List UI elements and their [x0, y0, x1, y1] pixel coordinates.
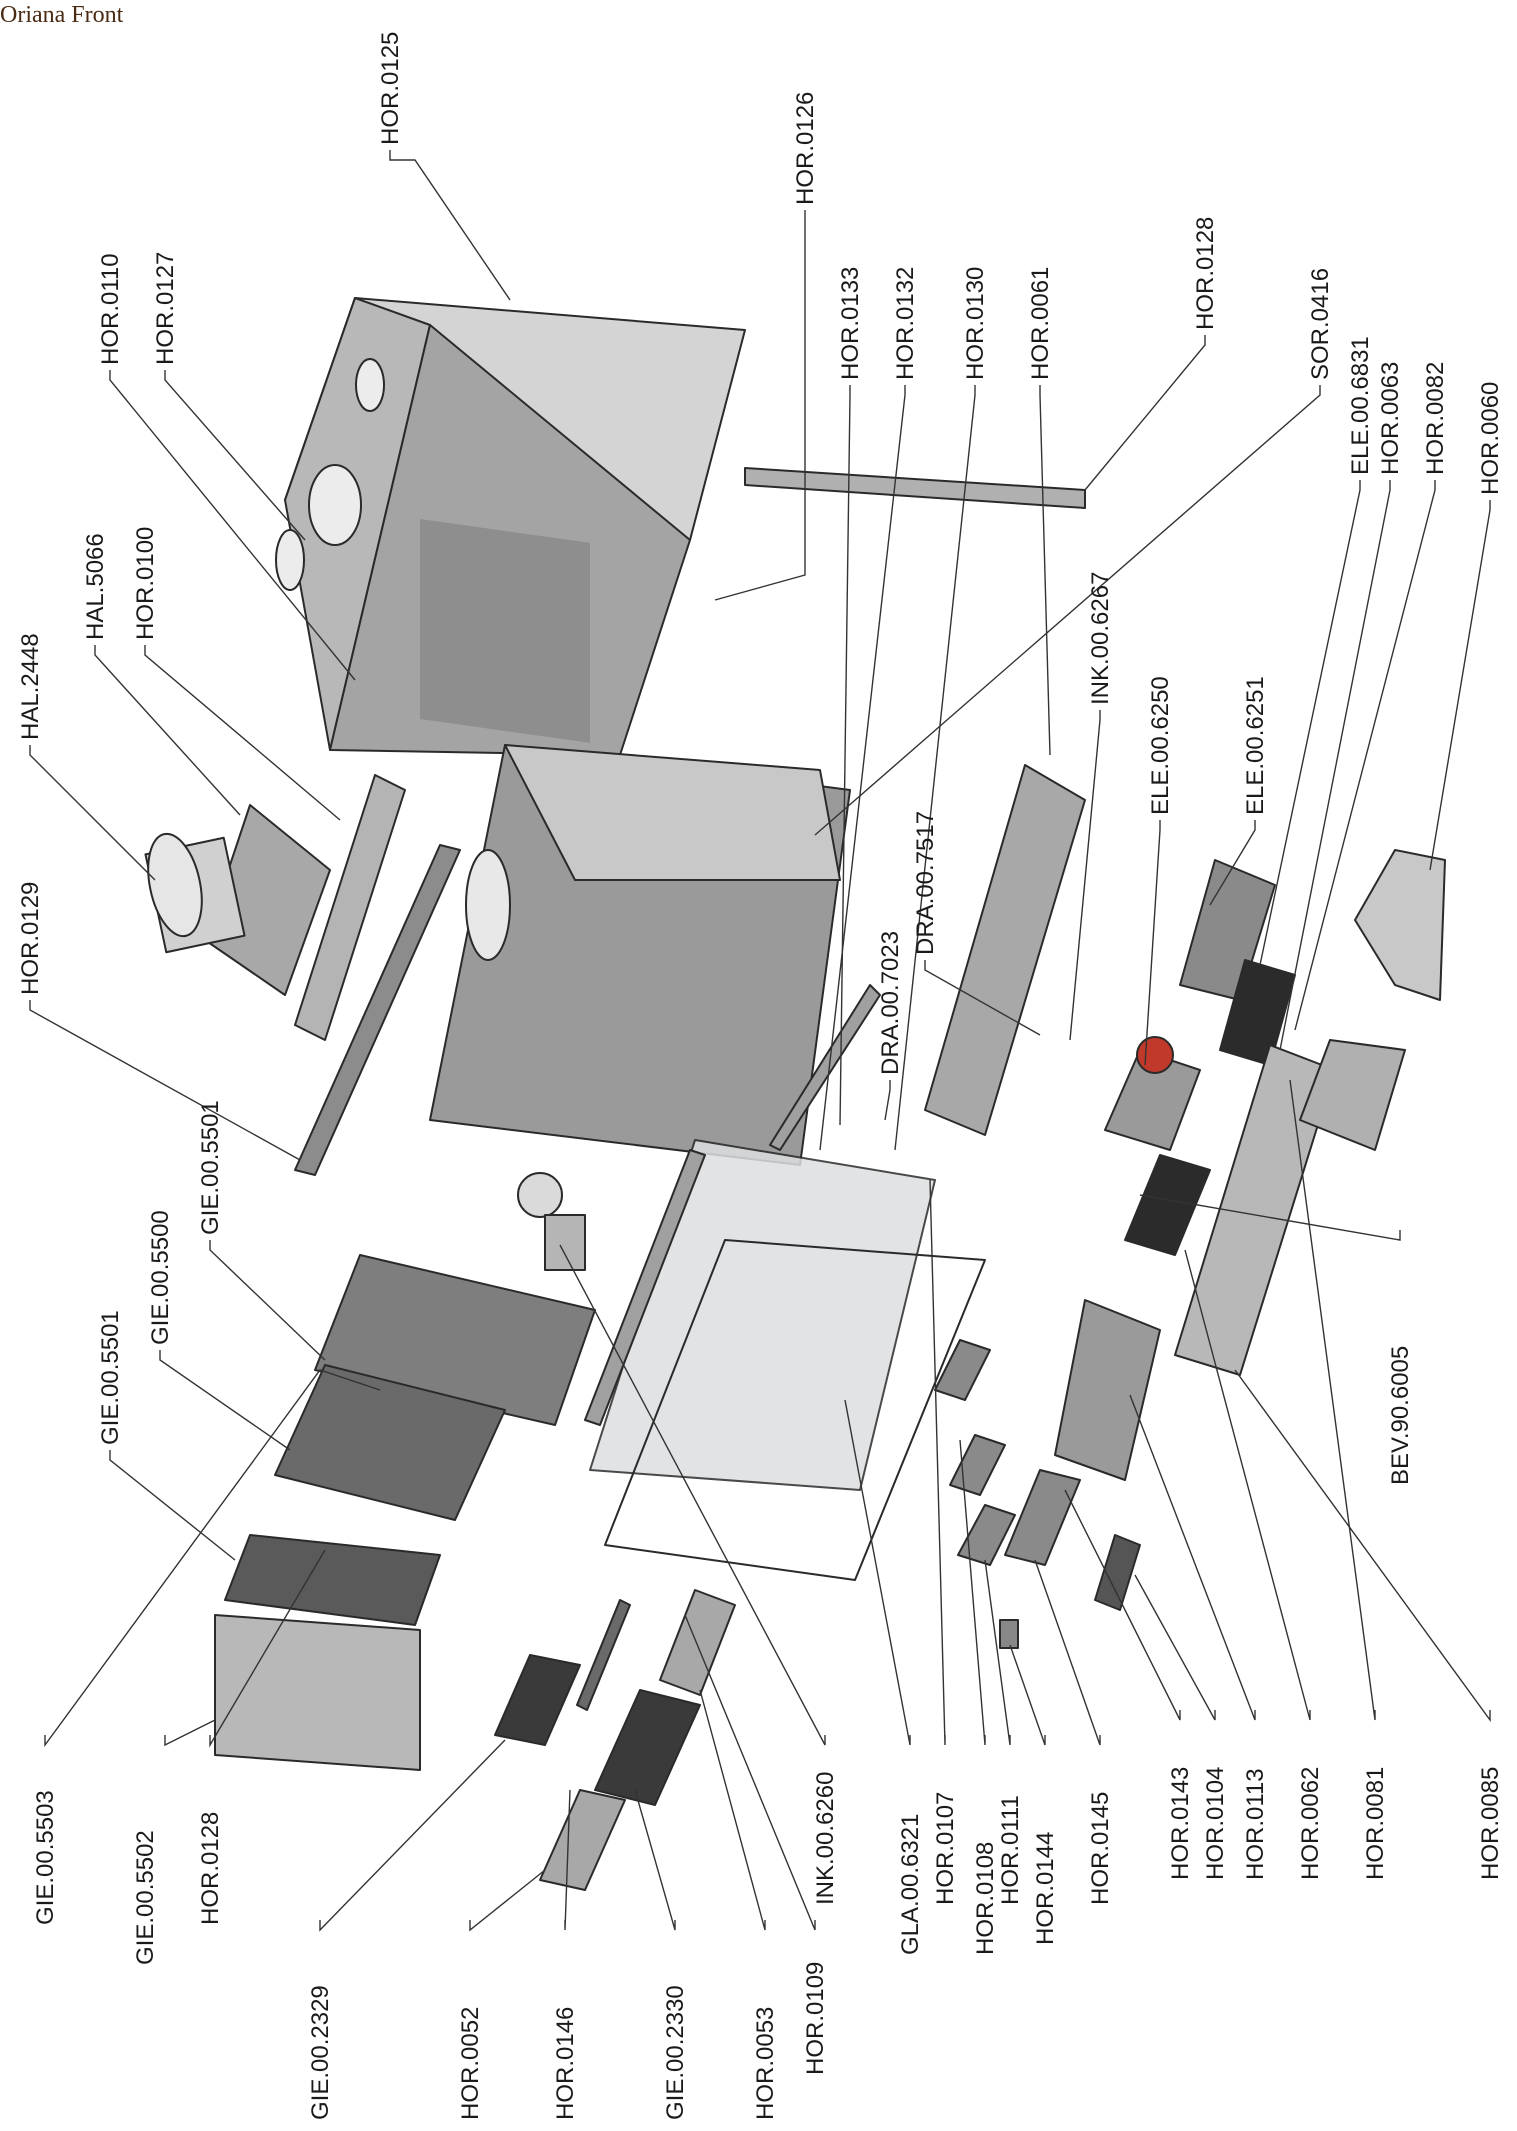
- part-side-rail: [744, 467, 1086, 509]
- part-plate-hal5066: [204, 804, 331, 996]
- label-hor0085: HOR.0085: [1477, 1767, 1504, 1880]
- label-hor0133: HOR.0133: [837, 267, 864, 380]
- upper-body-port: [308, 464, 362, 546]
- part-plate-hor0145: [934, 1339, 991, 1401]
- part-plate-hor0146: [539, 1789, 626, 1891]
- label-hor0063: HOR.0063: [1377, 362, 1404, 475]
- label-gie5500: GIE.00.5500: [147, 1210, 174, 1345]
- part-block-hor0144: [999, 1619, 1019, 1649]
- part-bracket-hor0062: [1124, 1154, 1211, 1256]
- label-hor0143: HOR.0143: [1167, 1767, 1194, 1880]
- part-ash-pan: [1054, 1299, 1161, 1481]
- part-plate-hor0113: [1094, 1534, 1141, 1611]
- label-hor0144: HOR.0144: [1032, 1832, 1059, 1945]
- label-ele6831: ELE.00.6831: [1347, 336, 1374, 475]
- label-ele6251: ELE.00.6251: [1242, 676, 1269, 815]
- label-hor0145: HOR.0145: [1087, 1792, 1114, 1905]
- part-labels: HOR.0125 HOR.0126 HOR.0110 HOR.0127 HOR.…: [17, 32, 1504, 2120]
- part-fan-ele6251: [1179, 859, 1276, 1001]
- part-lower-body: [429, 744, 851, 1166]
- label-hor0146: HOR.0146: [552, 2007, 579, 2120]
- label-gie5501-a: GIE.00.5501: [197, 1100, 224, 1235]
- part-plate-hor0143: [1004, 1469, 1081, 1566]
- part-plate-hor0100: [294, 774, 406, 1041]
- part-upper-body: [275, 297, 746, 756]
- part-bracket-ink6260: [544, 1214, 586, 1271]
- part-back-plate-hor0061: [924, 764, 1086, 1136]
- label-ink6267: INK.00.6267: [1087, 572, 1114, 705]
- part-side-bar-1: [584, 1149, 706, 1426]
- label-hor0128-top: HOR.0128: [1192, 217, 1219, 330]
- label-hor0125: HOR.0125: [377, 32, 404, 145]
- label-gie2329: GIE.00.2329: [307, 1985, 334, 2120]
- label-hor0104: HOR.0104: [1202, 1767, 1229, 1880]
- part-liner-gie5502: [214, 1614, 421, 1771]
- label-hor0061: HOR.0061: [1027, 267, 1054, 380]
- upper-body-hole-2: [355, 358, 385, 412]
- label-gie5502: GIE.00.5502: [132, 1830, 159, 1965]
- label-hor0132: HOR.0132: [892, 267, 919, 380]
- label-hor0111: HOR.0111: [997, 1795, 1024, 1905]
- part-disc-ink6260: [517, 1172, 563, 1218]
- lower-body-side: [504, 744, 841, 881]
- label-hal5066: HAL.5066: [82, 533, 109, 640]
- label-hor0062: HOR.0062: [1297, 1767, 1324, 1880]
- label-dra7023: DRA.00.7023: [877, 931, 904, 1075]
- part-box-hor0081: [1299, 1039, 1406, 1151]
- label-dra7517: DRA.00.7517: [912, 811, 939, 955]
- part-flue-collar: [144, 832, 246, 954]
- part-plate-hor0104: [949, 1434, 1006, 1496]
- label-hal2448: HAL.2448: [17, 633, 44, 740]
- part-side-bar-2: [769, 984, 881, 1151]
- part-fan-ele6250-rotor: [1136, 1036, 1174, 1074]
- page-title: Oriana Front: [0, 2, 124, 28]
- label-hor0100: HOR.0100: [132, 527, 159, 640]
- part-bar-hor0128-front: [576, 1599, 631, 1711]
- label-hor0129: HOR.0129: [17, 882, 44, 995]
- label-hor0060: HOR.0060: [1477, 382, 1504, 495]
- label-gie5503: GIE.00.5503: [32, 1790, 59, 1925]
- lower-body-port: [465, 849, 511, 961]
- label-hor0128-bottom: HOR.0128: [197, 1812, 224, 1925]
- label-hor0107: HOR.0107: [932, 1792, 959, 1905]
- label-ele6250: ELE.00.6250: [1147, 676, 1174, 815]
- part-plate-hor0053: [659, 1589, 736, 1696]
- part-liner-gie5501-b: [274, 1364, 506, 1521]
- label-bev6005: BEV.90.6005: [1387, 1346, 1414, 1485]
- part-liner-gie5501-c: [224, 1534, 441, 1626]
- part-fan-ele6250: [1104, 1049, 1201, 1151]
- upper-body-shadow: [420, 519, 590, 743]
- label-hor0130: HOR.0130: [962, 267, 989, 380]
- part-grate-gie2330: [594, 1689, 701, 1806]
- label-hor0082: HOR.0082: [1422, 362, 1449, 475]
- label-gla6321: GLA.00.6321: [897, 1814, 924, 1955]
- label-hor0109: HOR.0109: [802, 1962, 829, 2075]
- label-hor0110: HOR.0110: [97, 253, 124, 365]
- label-gie2330: GIE.00.2330: [662, 1985, 689, 2120]
- label-hor0053: HOR.0053: [752, 2007, 779, 2120]
- label-ink6260: INK.00.6260: [812, 1772, 839, 1905]
- label-hor0108: HOR.0108: [972, 1842, 999, 1955]
- label-hor0126: HOR.0126: [792, 92, 819, 205]
- part-grate-gie2329: [494, 1654, 581, 1746]
- label-sor0416: SOR.0416: [1307, 268, 1334, 380]
- leader-lines: [29, 150, 1491, 1932]
- label-hor0127: HOR.0127: [152, 252, 179, 365]
- part-plate-hor0111: [957, 1504, 1016, 1566]
- label-hor0081: HOR.0081: [1362, 1767, 1389, 1880]
- label-gie5501-b: GIE.00.5501: [97, 1310, 124, 1445]
- upper-body-hole-1: [275, 529, 305, 591]
- label-hor0113: HOR.0113: [1242, 1768, 1269, 1880]
- label-hor0052: HOR.0052: [457, 2007, 484, 2120]
- part-door-frame: [604, 1239, 986, 1581]
- part-frame-hor0060: [1354, 849, 1446, 1001]
- part-bar-hor0129: [294, 844, 461, 1176]
